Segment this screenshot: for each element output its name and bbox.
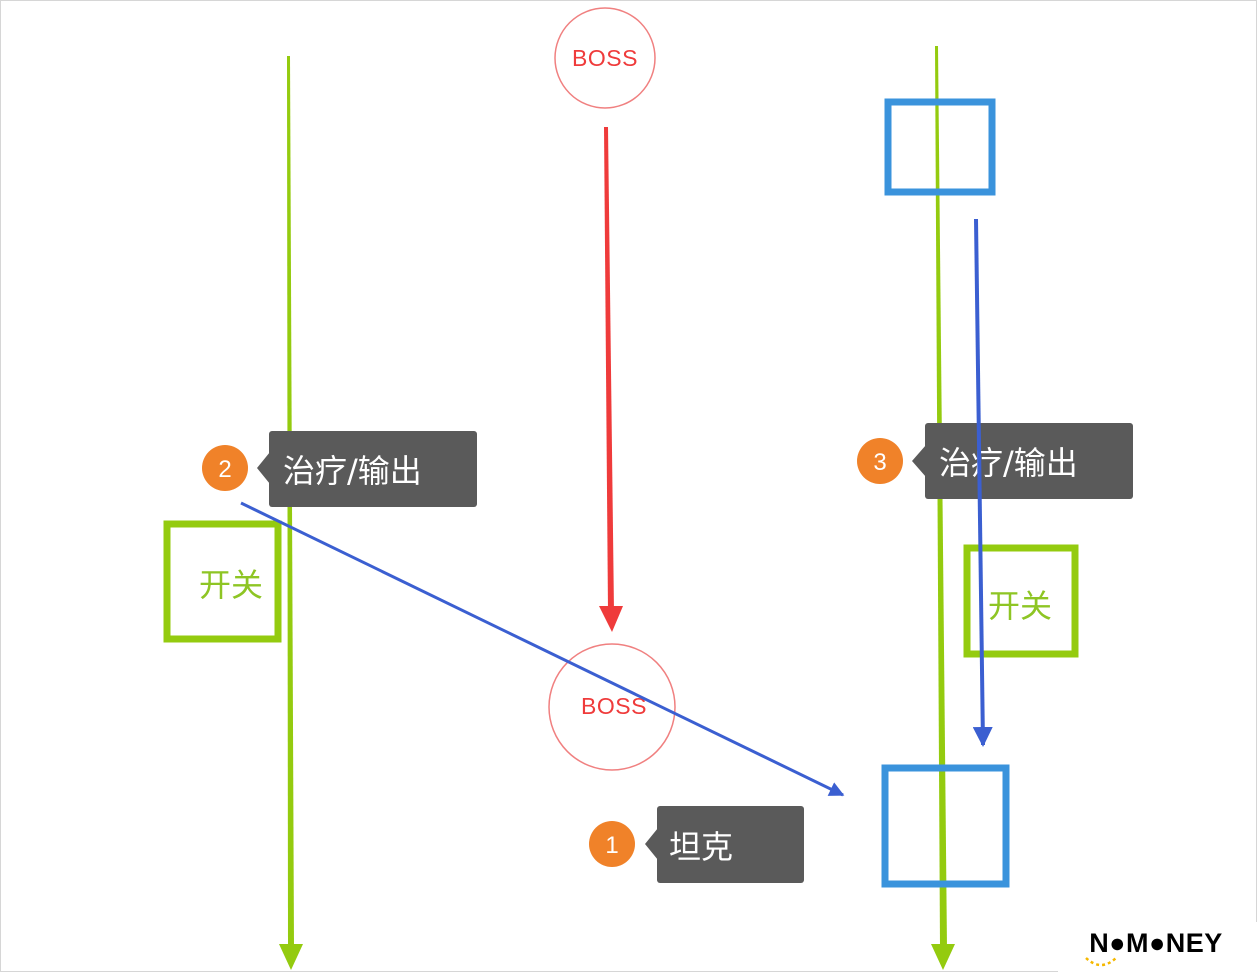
boss-end-label: BOSS <box>581 693 647 719</box>
blue-position-marker-bottom <box>881 764 1010 888</box>
role-badge-3-number: 3 <box>873 449 886 476</box>
nomoney-logo: N●M●NEY <box>1058 922 1257 972</box>
logo-smile-icon <box>1085 957 1117 967</box>
role-label-1-text: 坦克 <box>669 828 733 866</box>
role-badge-1-number: 1 <box>605 832 618 859</box>
left-switch-label: 开关 <box>199 566 263 604</box>
role-label-2-text: 治疗/输出 <box>283 452 422 490</box>
left-switch: 开关 <box>163 520 282 643</box>
right-switch: 开关 <box>963 544 1079 658</box>
role-badge-2 <box>202 445 248 491</box>
diagonal-move-arrow <box>240 501 845 797</box>
blue-position-marker-top <box>884 98 996 196</box>
role-badge-2-number: 2 <box>218 456 231 483</box>
right-switch-label: 开关 <box>988 587 1052 625</box>
boss-start-marker: BOSS <box>554 7 656 109</box>
boss-movement-arrow <box>599 127 623 632</box>
right-lane-arrow <box>931 46 955 970</box>
left-lane-arrow <box>279 56 303 970</box>
role-badge-3 <box>857 438 903 484</box>
role-label-3: 3 治疗/输出 <box>857 423 1133 499</box>
role-badge-1 <box>589 821 635 867</box>
role-label-1: 1 坦克 <box>589 806 804 883</box>
role-label-2: 2 治疗/输出 <box>202 431 477 507</box>
boss-end-marker: BOSS <box>548 643 676 771</box>
vertical-move-arrow <box>972 218 993 747</box>
boss-start-label: BOSS <box>572 45 638 71</box>
logo-text: N●M●NEY <box>1089 928 1223 958</box>
role-label-3-text: 治疗/输出 <box>939 444 1078 482</box>
